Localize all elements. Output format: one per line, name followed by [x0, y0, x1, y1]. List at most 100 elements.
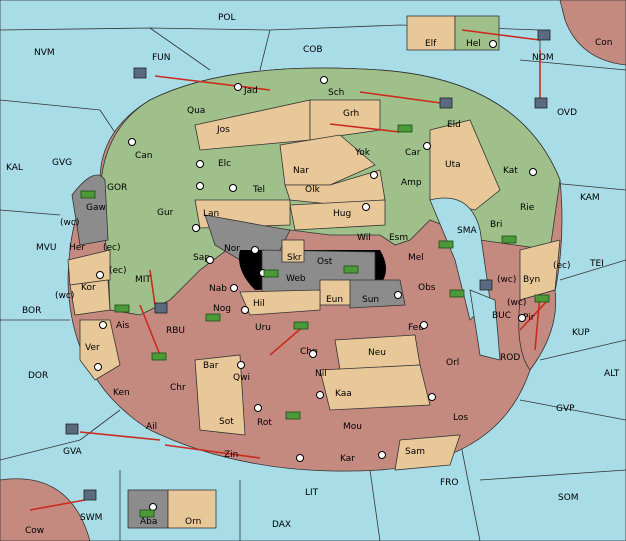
- sea-buc[interactable]: [469, 289, 501, 361]
- label-ken: Ken: [113, 388, 130, 398]
- region-kaa[interactable]: [319, 364, 431, 411]
- label-chr: Chr: [170, 383, 186, 393]
- label-som: SOM: [558, 493, 579, 503]
- label-mvu: MVU: [36, 243, 57, 253]
- army-icon: [449, 289, 465, 298]
- region-hil[interactable]: [239, 289, 321, 316]
- label-sun: Sun: [362, 295, 379, 305]
- label-buc: BUC: [492, 311, 511, 321]
- region-labels: POL NVM FUN COB KAL GVG GOR MVU MIT BOR …: [6, 13, 620, 536]
- label-pol: POL: [218, 13, 236, 23]
- label-sch: Sch: [328, 88, 344, 98]
- label-ver: Ver: [85, 343, 100, 353]
- label-coast-ec-her: (ec): [103, 243, 121, 253]
- label-qua: Qua: [187, 106, 205, 116]
- army-icon: [114, 304, 130, 313]
- label-her: Her: [69, 243, 85, 253]
- region-aba[interactable]: [127, 489, 169, 529]
- label-nab: Nab: [209, 284, 227, 294]
- label-coast-ec-kor: (ec): [109, 266, 127, 276]
- fleet-icon: [133, 67, 147, 79]
- region-nar[interactable]: [279, 134, 376, 186]
- region-sot[interactable]: [194, 354, 246, 436]
- move-arrows: [29, 29, 549, 511]
- label-dax: DAX: [272, 520, 291, 530]
- label-kup: KUP: [572, 328, 590, 338]
- label-gvp: GVP: [556, 404, 575, 414]
- region-ver[interactable]: [79, 319, 121, 381]
- label-yok: Yok: [354, 148, 371, 158]
- army-icon: [397, 124, 413, 133]
- fleet-icon: [534, 97, 548, 109]
- label-gaw: Gaw: [86, 203, 106, 213]
- label-nog: Nog: [213, 304, 231, 314]
- region-sam[interactable]: [394, 434, 461, 471]
- label-coast-wc-kor: (wc): [55, 291, 74, 301]
- label-ais: Ais: [116, 321, 130, 331]
- army-icon: [80, 190, 96, 199]
- label-lit: LIT: [305, 488, 319, 498]
- army-icon: [263, 269, 279, 278]
- supply-centers: [94, 40, 537, 511]
- label-rot: Rot: [257, 418, 272, 428]
- label-amp: Amp: [401, 178, 422, 188]
- label-sap: Sap: [193, 253, 210, 263]
- label-olk: Olk: [305, 185, 321, 195]
- label-eun: Eun: [326, 295, 343, 305]
- army-icon: [501, 235, 517, 244]
- label-orn: Orn: [185, 517, 201, 527]
- label-uta: Uta: [445, 160, 461, 170]
- label-gor: GOR: [107, 183, 127, 193]
- label-los: Los: [453, 413, 468, 423]
- label-obs: Obs: [418, 283, 436, 293]
- label-elf: Elf: [425, 39, 437, 49]
- label-rbu: RBU: [166, 326, 185, 336]
- region-elf[interactable]: [406, 15, 456, 51]
- label-nom: NOM: [532, 53, 554, 63]
- label-kor: Kor: [81, 283, 96, 293]
- label-eld: Eld: [447, 120, 461, 130]
- label-hel: Hel: [466, 39, 481, 49]
- label-coast-ec-byn: (ec): [553, 261, 571, 271]
- label-orl: Orl: [446, 358, 459, 368]
- label-coast-wc-her: (wc): [60, 218, 79, 228]
- label-mit: MIT: [135, 275, 151, 285]
- label-sam: Sam: [405, 447, 425, 457]
- label-gva: GVA: [63, 447, 83, 457]
- label-mou: Mou: [343, 422, 362, 432]
- label-kam: KAM: [580, 193, 600, 203]
- label-dor: DOR: [28, 371, 48, 381]
- label-web: Web: [286, 274, 306, 284]
- label-skr: Skr: [287, 253, 302, 263]
- label-coast-wc-byn: (wc): [497, 275, 516, 285]
- label-mel: Mel: [408, 253, 424, 263]
- region-uta[interactable]: [429, 119, 501, 211]
- army-icon: [285, 411, 301, 420]
- region-orn[interactable]: [167, 489, 217, 529]
- label-ovd: OVD: [557, 108, 577, 118]
- region-skr[interactable]: [281, 239, 305, 263]
- label-gvg: GVG: [52, 158, 72, 168]
- fleet-icon: [154, 302, 168, 314]
- label-tei: TEI: [589, 259, 604, 269]
- sea-borders: [0, 24, 626, 541]
- label-elc: Elc: [218, 159, 231, 169]
- label-con: Con: [595, 38, 613, 48]
- label-bar: Bar: [203, 361, 219, 371]
- label-pir: Pir: [523, 313, 535, 323]
- region-kor[interactable]: [69, 279, 111, 316]
- label-ail: Ail: [146, 422, 157, 432]
- region-hug[interactable]: [289, 199, 386, 231]
- label-sot: Sot: [219, 417, 234, 427]
- army-icon: [151, 352, 167, 361]
- label-kaa: Kaa: [335, 389, 352, 399]
- fleet-icon: [439, 97, 453, 109]
- fleet-icon: [65, 423, 79, 435]
- label-kat: Kat: [503, 166, 518, 176]
- fleet-icon: [537, 29, 551, 41]
- army-icon: [205, 313, 221, 322]
- label-aba: Aba: [140, 517, 157, 527]
- army-icon: [293, 321, 309, 330]
- label-coast-wc-pir: (wc): [507, 298, 526, 308]
